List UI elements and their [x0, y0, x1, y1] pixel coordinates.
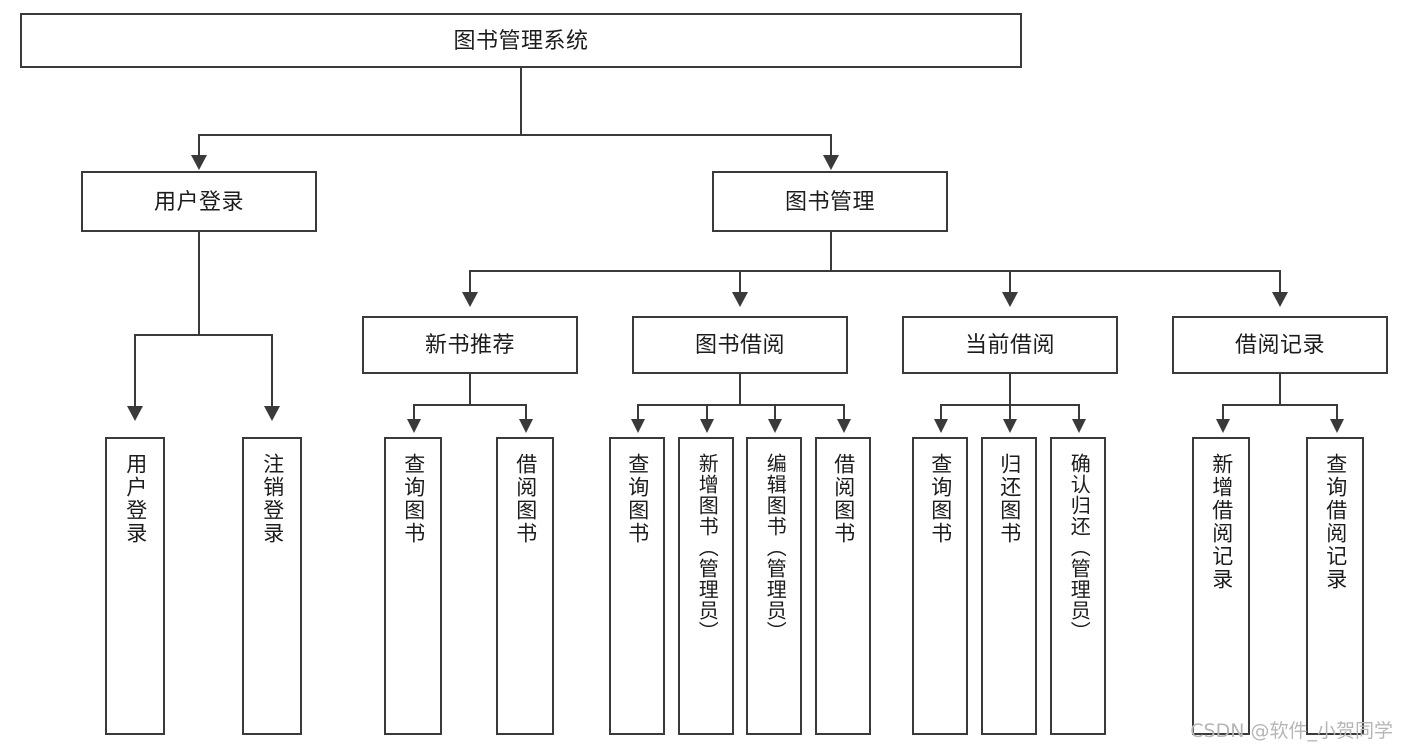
- connector-borrow-record-bus: [1222, 404, 1337, 406]
- connector-book-mgmt-child-0: [469, 270, 471, 295]
- connector-user-login-child-1: [271, 334, 273, 410]
- arrow-book-borrow-child-3: [837, 419, 851, 433]
- arrow-book-mgmt-child-0: [462, 292, 478, 307]
- node-label: 确认归还（管理员）: [1067, 453, 1090, 642]
- node-label: 编辑图书（管理员）: [763, 453, 786, 642]
- arrow-new-book-child-1: [519, 419, 533, 433]
- node-root-system[interactable]: 图书管理系统: [20, 13, 1022, 68]
- csdn-watermark: CSDN @软件_小贺同学: [1190, 720, 1393, 742]
- connector-borrow-record-stem: [1279, 374, 1281, 406]
- connector-new-book-bus: [413, 404, 527, 406]
- arrow-borrow-record-child-0: [1216, 419, 1230, 433]
- node-label: 借阅图书: [831, 453, 855, 545]
- arrow-user-login-child-1: [264, 406, 280, 421]
- node-label: 借阅记录: [1234, 332, 1325, 358]
- connector-root-to-user-login: [198, 134, 200, 159]
- connector-book-borrow-bus: [637, 404, 845, 406]
- connector-new-book-child-1: [525, 404, 527, 422]
- connector-current-borrow-stem: [1009, 374, 1011, 406]
- connector-book-borrow-child-2: [774, 404, 776, 422]
- node-new-book-recommend[interactable]: 新书推荐: [362, 316, 578, 374]
- connector-book-borrow-child-1: [706, 404, 708, 422]
- node-current-borrow[interactable]: 当前借阅: [902, 316, 1118, 374]
- connector-current-borrow-child-1: [1009, 404, 1011, 422]
- leaf-user-login-1[interactable]: 注销登录: [242, 437, 302, 735]
- node-label: 新增图书（管理员）: [695, 453, 718, 642]
- node-user-login[interactable]: 用户登录: [81, 171, 317, 232]
- leaf-book-borrow-2[interactable]: 编辑图书（管理员）: [746, 437, 802, 735]
- leaf-current-borrow-0[interactable]: 查询图书: [912, 437, 968, 735]
- arrow-user-login-child-0: [127, 406, 143, 421]
- leaf-current-borrow-1[interactable]: 归还图书: [981, 437, 1037, 735]
- connector-borrow-record-child-0: [1222, 404, 1224, 422]
- leaf-new-book-1[interactable]: 借阅图书: [496, 437, 554, 735]
- arrow-book-mgmt-child-2: [1002, 292, 1018, 307]
- connector-user-login-bus: [134, 334, 272, 336]
- leaf-current-borrow-2[interactable]: 确认归还（管理员）: [1050, 437, 1106, 735]
- arrow-current-borrow-child-0: [934, 419, 948, 433]
- arrow-book-borrow-child-2: [768, 419, 782, 433]
- arrow-root-to-book-mgmt: [823, 155, 839, 170]
- connector-book-mgmt-stem: [830, 232, 832, 272]
- node-label: 查询借阅记录: [1323, 453, 1347, 591]
- connector-book-borrow-child-3: [843, 404, 845, 422]
- node-label: 新书推荐: [424, 332, 515, 358]
- node-label: 用户登录: [123, 453, 147, 545]
- arrow-borrow-record-child-1: [1330, 419, 1344, 433]
- arrow-current-borrow-child-1: [1003, 419, 1017, 433]
- arrow-book-borrow-child-0: [631, 419, 645, 433]
- leaf-user-login-0[interactable]: 用户登录: [105, 437, 165, 735]
- arrow-current-borrow-child-2: [1072, 419, 1086, 433]
- connector-book-mgmt-child-3: [1279, 270, 1281, 295]
- node-label: 图书管理: [784, 188, 875, 214]
- node-label: 注销登录: [260, 453, 284, 545]
- node-label: 新增借阅记录: [1209, 453, 1233, 591]
- connector-book-mgmt-bus: [469, 270, 1281, 272]
- connector-book-mgmt-child-1: [739, 270, 741, 295]
- connector-borrow-record-child-1: [1336, 404, 1338, 422]
- connector-book-borrow-child-0: [637, 404, 639, 422]
- leaf-book-borrow-0[interactable]: 查询图书: [609, 437, 665, 735]
- arrow-book-mgmt-child-1: [732, 292, 748, 307]
- node-label: 查询图书: [928, 453, 952, 545]
- connector-root-stem: [520, 68, 522, 135]
- arrow-root-to-user-login: [191, 155, 207, 170]
- leaf-new-book-0[interactable]: 查询图书: [384, 437, 442, 735]
- node-borrow-record[interactable]: 借阅记录: [1172, 316, 1388, 374]
- leaf-borrow-record-1[interactable]: 查询借阅记录: [1306, 437, 1364, 735]
- leaf-borrow-record-0[interactable]: 新增借阅记录: [1192, 437, 1250, 735]
- connector-user-login-child-0: [134, 334, 136, 410]
- node-label: 图书管理系统: [453, 27, 589, 53]
- node-label: 用户登录: [153, 188, 244, 214]
- node-label: 当前借阅: [964, 332, 1055, 358]
- node-label: 图书借阅: [694, 332, 785, 358]
- connector-root-bus: [198, 134, 832, 136]
- connector-user-login-stem: [198, 232, 200, 336]
- connector-root-to-book-mgmt: [830, 134, 832, 159]
- leaf-book-borrow-3[interactable]: 借阅图书: [815, 437, 871, 735]
- node-label: 借阅图书: [513, 453, 537, 545]
- arrow-new-book-child-0: [407, 419, 421, 433]
- connector-current-borrow-child-0: [940, 404, 942, 422]
- node-book-management[interactable]: 图书管理: [712, 171, 948, 232]
- connector-new-book-child-0: [413, 404, 415, 422]
- connector-book-mgmt-child-2: [1009, 270, 1011, 295]
- connector-book-borrow-stem: [739, 374, 741, 406]
- arrow-book-borrow-child-1: [700, 419, 714, 433]
- connector-new-book-stem: [469, 374, 471, 406]
- arrow-book-mgmt-child-3: [1272, 292, 1288, 307]
- node-label: 归还图书: [997, 453, 1021, 545]
- node-label: 查询图书: [401, 453, 425, 545]
- node-book-borrow[interactable]: 图书借阅: [632, 316, 848, 374]
- leaf-book-borrow-1[interactable]: 新增图书（管理员）: [678, 437, 734, 735]
- node-label: 查询图书: [625, 453, 649, 545]
- connector-current-borrow-child-2: [1078, 404, 1080, 422]
